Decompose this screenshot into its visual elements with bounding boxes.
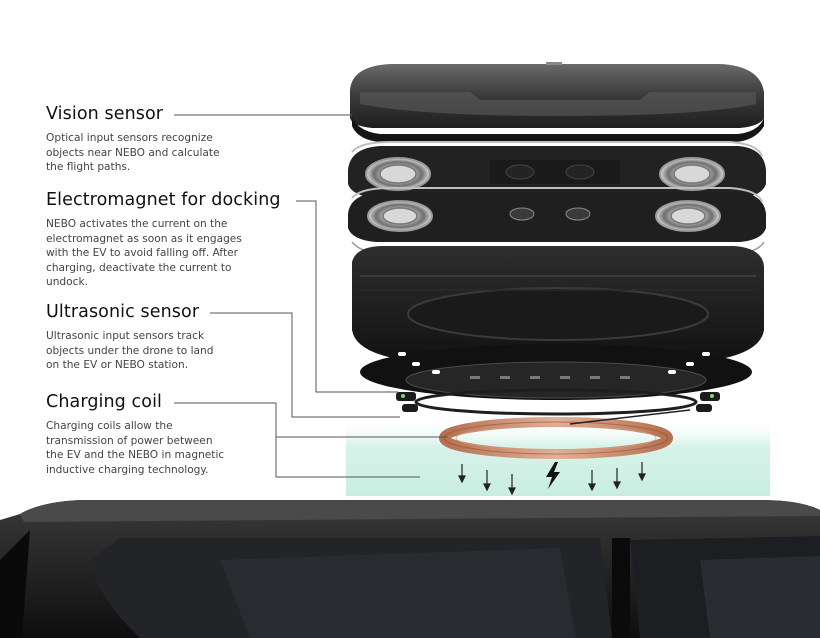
- desc-line: objects under the drone to land: [46, 344, 214, 357]
- electromagnet-plate: [348, 187, 766, 255]
- desc-line: the EV and the NEBO in magnetic: [46, 449, 225, 462]
- label-title: Vision sensor: [46, 104, 164, 124]
- desc-line: electromagnet as soon as it engages: [46, 232, 242, 245]
- label-description: NEBO activates the current on the electr…: [46, 217, 286, 290]
- charging-coil: [439, 409, 691, 459]
- label-charging-coil: Charging coil Charging coils allow the t…: [46, 392, 286, 477]
- label-title: Charging coil: [46, 392, 163, 412]
- desc-line: Ultrasonic input sensors track: [46, 330, 205, 342]
- label-description: Optical input sensors recognize objects …: [46, 131, 286, 175]
- label-vision-sensor: Vision sensor Optical input sensors reco…: [46, 104, 286, 175]
- vision-sensor-plate: [348, 141, 766, 198]
- desc-line: the flight paths.: [46, 161, 131, 174]
- top-shell: [350, 62, 764, 142]
- label-electromagnet: Electromagnet for docking NEBO activates…: [46, 190, 286, 290]
- desc-line: charging, deactivate the current to: [46, 261, 232, 274]
- desc-line: undock.: [46, 276, 88, 289]
- desc-line: on the EV or NEBO station.: [46, 359, 189, 372]
- ultrasonic-ring: [360, 344, 752, 400]
- main-body: [352, 246, 764, 362]
- desc-line: objects near NEBO and calculate: [46, 146, 220, 159]
- car-roof: [0, 500, 820, 638]
- desc-line: Optical input sensors recognize: [46, 132, 213, 144]
- leader-lines: [174, 114, 448, 478]
- desc-line: with the EV to avoid falling off. After: [46, 247, 238, 260]
- induction-arrows: [458, 462, 646, 496]
- label-title: Electromagnet for docking: [46, 190, 281, 210]
- label-description: Ultrasonic input sensors track objects u…: [46, 329, 286, 373]
- desc-line: inductive charging technology.: [46, 463, 209, 476]
- desc-line: Charging coils allow the: [46, 420, 173, 432]
- label-description: Charging coils allow the transmission of…: [46, 419, 286, 477]
- desc-line: transmission of power between: [46, 434, 213, 447]
- desc-line: NEBO activates the current on the: [46, 218, 228, 230]
- label-ultrasonic-sensor: Ultrasonic sensor Ultrasonic input senso…: [46, 302, 286, 373]
- lightning-bolt-icon: [546, 462, 560, 489]
- label-title: Ultrasonic sensor: [46, 302, 200, 322]
- ultrasonic-sensors: [396, 388, 720, 416]
